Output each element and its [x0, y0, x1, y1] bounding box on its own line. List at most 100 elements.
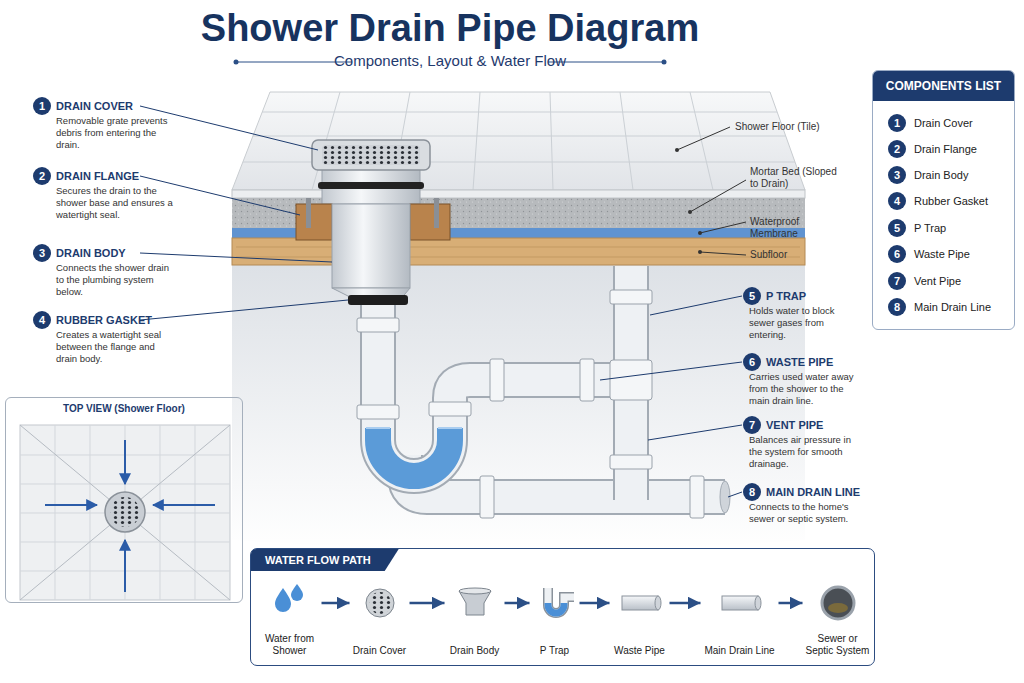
tile-grout	[262, 112, 777, 113]
flow-arrow	[153, 504, 215, 506]
step-caption: Drain Cover	[353, 645, 406, 657]
p-trap-pipe	[378, 300, 631, 476]
component-item: 6Waste Pipe	[888, 245, 1010, 263]
callout-number: 7	[743, 416, 761, 434]
tile-grout	[253, 136, 786, 137]
flange-bolt	[434, 198, 439, 228]
callout-heading: RUBBER GASKET	[56, 311, 208, 329]
callout-number: 8	[743, 483, 761, 501]
wood-grain	[236, 247, 800, 248]
leader-line	[700, 252, 746, 255]
callout-heading: DRAIN COVER	[56, 97, 208, 115]
tile-grout	[473, 92, 480, 190]
leader-line	[690, 180, 746, 212]
pipe-coupling	[357, 405, 399, 419]
drain-cover-icon	[366, 589, 394, 617]
drain-flange	[410, 204, 450, 240]
leader-dot	[675, 148, 679, 152]
components-panel: COMPONENTS LIST1Drain Cover2Drain Flange…	[872, 70, 1015, 330]
flow-arrow	[505, 602, 530, 605]
step-caption: P Trap	[540, 645, 569, 657]
panel-heading: WATER FLOW PATH	[251, 549, 399, 571]
callout-text: Removable grate prevents debris from ent…	[56, 115, 178, 151]
tile-layer	[232, 190, 805, 198]
flow-arrow	[124, 540, 126, 592]
leader-line	[700, 222, 746, 233]
flow-arrow	[580, 602, 610, 605]
callout-number: 1	[33, 97, 51, 115]
diagram-title: Shower Drain Pipe Diagram	[0, 6, 900, 50]
main-drain-icon	[755, 596, 761, 610]
pipe-coupling	[429, 402, 471, 416]
step-caption: Waste Pipe	[614, 645, 665, 657]
flow-step: Main Drain Line	[701, 579, 779, 663]
step-caption: Main Drain Line	[704, 645, 774, 657]
slope-line	[20, 425, 230, 600]
leader-line	[648, 425, 742, 440]
tile-floor	[232, 92, 805, 190]
main-drain-icon	[722, 596, 758, 610]
callout-heading: WASTE PIPE	[766, 353, 868, 371]
flow-arrow	[410, 602, 445, 605]
leader-line	[600, 362, 742, 380]
step-caption: Water from Shower	[258, 633, 322, 657]
p-trap-water	[548, 603, 564, 613]
component-item: 4Rubber Gasket	[888, 192, 1010, 210]
flow-step: P Trap	[530, 579, 580, 663]
callout-text: Balances air pressure in the system for …	[749, 434, 861, 470]
list-number: 5	[888, 219, 906, 237]
callout-number: 2	[33, 167, 51, 185]
trap-water	[378, 428, 450, 476]
callout-number: 4	[33, 311, 51, 329]
callout-number: 5	[743, 287, 761, 305]
top-view-floor	[20, 425, 230, 600]
flow-step: Water from Shower	[258, 579, 322, 663]
panel-heading: COMPONENTS LIST	[873, 71, 1014, 101]
layer-label: Shower Floor (Tile)	[735, 121, 845, 133]
callout-text: Connects to the home's sewer or septic s…	[749, 501, 861, 525]
leader-dot	[688, 210, 692, 214]
leader-line	[650, 296, 742, 315]
layer-label: Subfloor	[750, 249, 820, 261]
pipe-coupling	[357, 318, 399, 332]
layer-label: Mortar Bed (Sloped to Drain)	[750, 166, 845, 190]
flange-bolt	[306, 198, 311, 228]
pipe-coupling	[610, 455, 652, 469]
component-item: 3Drain Body	[888, 166, 1010, 184]
p-trap-icon	[548, 588, 574, 613]
leader-dot	[698, 231, 702, 235]
water-surface	[366, 427, 390, 429]
sewer-icon	[822, 587, 854, 619]
flow-panel: WATER FLOW PATH Water from ShowerDrain Co…	[250, 548, 875, 666]
callout: 5P TRAPHolds water to block sewer gases …	[743, 287, 868, 341]
ornament-dot	[662, 60, 667, 65]
component-item: 5P Trap	[888, 219, 1010, 237]
tile-grout	[550, 92, 553, 190]
list-number: 2	[888, 140, 906, 158]
waste-pipe-icon	[655, 596, 661, 610]
component-name: Drain Body	[914, 169, 968, 181]
callout-text: Carries used water away from the shower …	[749, 371, 861, 407]
drain-flange	[296, 204, 332, 240]
flow-arrow	[779, 602, 803, 605]
drain-top-holes	[110, 497, 140, 527]
callout-text: Creates a watertight seal between the fl…	[56, 329, 178, 365]
drain-cover-icon	[369, 592, 391, 614]
flow-step: Drain Body	[445, 579, 505, 663]
flow-arrow	[670, 602, 701, 605]
tile-grout	[690, 92, 713, 190]
drain-body-icon	[459, 591, 491, 615]
step-caption: Drain Body	[450, 645, 499, 657]
subtitle: Components, Layout & Water Flow	[0, 52, 900, 70]
callout: 7VENT PIPEBalances air pressure in the s…	[743, 416, 868, 470]
drain-body	[332, 204, 410, 288]
p-trap-icon	[548, 588, 574, 613]
pipe-coupling	[610, 290, 652, 304]
component-item: 1Drain Cover	[888, 114, 1010, 132]
component-name: Waste Pipe	[914, 248, 970, 260]
component-name: Drain Cover	[914, 117, 973, 129]
water-drop-icon	[291, 584, 303, 601]
callout-text: Secures the drain to the shower base and…	[56, 185, 178, 221]
wall-cavity	[232, 265, 805, 550]
